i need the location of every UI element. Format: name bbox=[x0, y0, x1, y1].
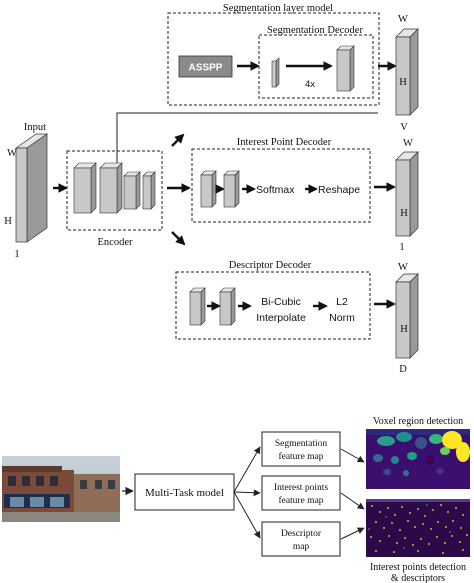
interest-points-heatmap bbox=[366, 499, 470, 557]
interest-layer-1 bbox=[200, 170, 217, 208]
encoder-layer-4 bbox=[142, 171, 156, 210]
interest-output-w: W bbox=[403, 138, 413, 149]
descriptor-output-depth: D bbox=[399, 364, 407, 375]
encoder-up-arrow bbox=[171, 133, 185, 147]
seg-feature-map-line1: Segmentation bbox=[275, 439, 327, 449]
encoder-to-segmentation-line bbox=[116, 112, 378, 163]
interest-point-decoder-box bbox=[191, 148, 371, 223]
input-depth: 1 bbox=[14, 249, 19, 260]
interest-layer-2 bbox=[223, 170, 240, 208]
seg-map-to-voxel-arrow bbox=[340, 448, 365, 463]
descriptor-output-w: W bbox=[398, 262, 408, 273]
interest-points-caption-line1: Interest points detection bbox=[370, 562, 466, 573]
upsample-label: 4x bbox=[305, 79, 315, 90]
seg-feature-map-line2: feature map bbox=[278, 451, 323, 462]
encoder-box bbox=[66, 150, 163, 231]
input-h: H bbox=[4, 216, 12, 227]
encoder-layer-3 bbox=[123, 171, 141, 210]
interest-points-caption-line2: & descriptors bbox=[391, 573, 445, 583]
asspp-label: ASSPP bbox=[189, 63, 223, 74]
interest-point-decoder-title: Interest Point Decoder bbox=[237, 137, 332, 148]
input-title: Input bbox=[24, 122, 46, 133]
descriptor-decoder-box bbox=[175, 271, 371, 340]
model-to-ip-map-arrow bbox=[233, 489, 261, 497]
descriptor-layer-1 bbox=[189, 287, 206, 326]
seg-output-w: W bbox=[398, 14, 408, 25]
interest-output-h: H bbox=[400, 208, 408, 219]
encoder-layer-2 bbox=[99, 162, 123, 214]
model-to-seg-map-arrow bbox=[233, 446, 261, 493]
descriptor-map-box bbox=[261, 521, 341, 557]
encoder-label: Encoder bbox=[98, 237, 133, 248]
multi-task-model-label: Multi-Task model bbox=[145, 487, 224, 499]
segmentation-layer-model-box bbox=[167, 12, 380, 106]
descriptor-map-line2: map bbox=[293, 542, 310, 552]
l2-label-line2: Norm bbox=[329, 312, 355, 324]
l2-label-line1: L2 bbox=[336, 296, 348, 308]
model-to-desc-map-arrow bbox=[233, 491, 261, 539]
interest-output-block bbox=[395, 151, 419, 237]
descriptor-map-line1: Descriptor bbox=[281, 529, 322, 539]
asspp-block: ASSPP bbox=[178, 55, 233, 78]
seg-output-depth: V bbox=[400, 122, 408, 133]
descriptor-output-block bbox=[395, 273, 419, 359]
encoder-layer-1 bbox=[73, 162, 97, 214]
seg-output-block bbox=[395, 28, 419, 116]
input-w: W bbox=[7, 148, 17, 159]
interest-output-depth: 1 bbox=[399, 242, 404, 253]
descriptor-layer-2 bbox=[219, 287, 236, 326]
seg-feature-map-box bbox=[261, 431, 341, 467]
segmentation-decoder-title: Segmentation Decoder bbox=[267, 25, 363, 36]
street-photo bbox=[2, 456, 120, 522]
ip-map-to-points-arrow bbox=[340, 492, 365, 510]
ip-feature-map-line2: feature map bbox=[278, 495, 323, 506]
bicubic-label-line1: Bi-Cubic bbox=[261, 296, 301, 308]
ip-feature-map-box bbox=[261, 475, 341, 511]
seg-upsampled-layer bbox=[336, 45, 355, 92]
voxel-heatmap bbox=[366, 429, 470, 489]
segmentation-layer-model-title: Segmentation layer model bbox=[223, 3, 333, 14]
descriptor-decoder-title: Descriptor Decoder bbox=[229, 260, 312, 271]
desc-map-to-points-arrow bbox=[340, 527, 365, 540]
multi-task-model-box bbox=[134, 473, 235, 511]
input-block bbox=[14, 133, 49, 243]
seg-decoder-layer bbox=[271, 57, 280, 88]
ip-feature-map-line1: Interest points bbox=[274, 483, 328, 493]
seg-output-h: H bbox=[399, 77, 407, 88]
voxel-caption: Voxel region detection bbox=[373, 416, 463, 427]
encoder-to-descriptor-arrow bbox=[171, 231, 186, 246]
reshape-label: Reshape bbox=[318, 184, 360, 196]
descriptor-output-h: H bbox=[400, 324, 408, 335]
softmax-label: Softmax bbox=[256, 184, 295, 196]
bicubic-label-line2: Interpolate bbox=[256, 312, 306, 324]
